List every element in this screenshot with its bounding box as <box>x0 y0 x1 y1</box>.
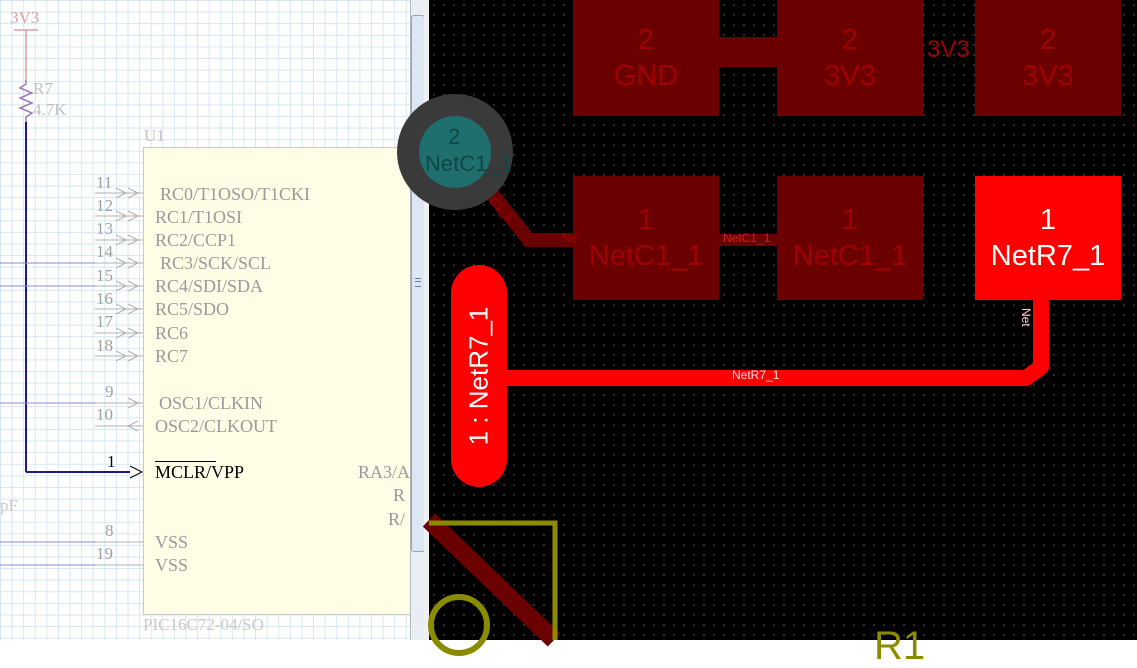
pcb-pad-netc1[interactable]: 1 NetC1_1 <box>573 176 719 300</box>
trace-net-label: Ne <box>562 231 578 245</box>
pin-number: 11 <box>96 173 113 192</box>
trace-net-label: NetC1_1 <box>723 231 771 245</box>
pad-net-label: GND <box>613 60 679 92</box>
pin-name: RC4/SDI/SDA <box>155 276 264 296</box>
pin-number: 15 <box>96 266 113 285</box>
pin-name: RC5/SDO <box>155 299 230 319</box>
pin-number: 14 <box>96 242 113 261</box>
pad-number: 1 <box>841 204 859 236</box>
pin-name: OSC2/CLKOUT <box>155 416 278 436</box>
schematic-wires <box>0 29 144 566</box>
pin-name: RC3/SCK/SCL <box>160 253 272 273</box>
pin-number: 17 <box>96 312 113 331</box>
pin-number: 16 <box>96 289 113 308</box>
chip-body[interactable] <box>143 147 418 615</box>
pad-number: 2 <box>637 24 655 56</box>
left-partial-label: pF <box>0 496 18 515</box>
pad-net-label: NetR7_1 <box>990 240 1106 272</box>
pin-name-right: RA3/A <box>358 462 411 482</box>
pin-name: RC1/T1OSI <box>155 207 243 227</box>
oval-pad-label: 1 : NetR7_1 <box>463 306 494 446</box>
pin-number: 12 <box>96 196 113 215</box>
pin-name: VSS <box>155 532 189 552</box>
power-label: 3V3 <box>10 8 40 27</box>
panel-splitter[interactable] <box>424 0 429 640</box>
chip-designator: U1 <box>144 126 165 145</box>
pad-net-label: NetC1_1 <box>792 240 908 272</box>
pin-name-mclr: MCLR/VPP <box>155 462 245 482</box>
pin-number: 10 <box>96 405 113 424</box>
pad-number: 1 <box>1039 204 1057 236</box>
pin-number: 19 <box>96 544 113 563</box>
pad-net-label: NetC1_1 <box>588 240 704 272</box>
trace-net-label: NetR7_1 <box>732 368 780 382</box>
resistor-designator: R7 <box>33 79 53 98</box>
pad-number: 2 <box>841 24 859 56</box>
pad-number: 1 <box>637 204 655 236</box>
scrollbar-thumb[interactable] <box>411 15 425 552</box>
grip-icon <box>415 278 421 287</box>
pin-number: 18 <box>96 336 113 355</box>
pad-net-label: 3V3 <box>1022 60 1074 92</box>
trace-net-label: 3V3 <box>927 36 970 63</box>
component-designator-partial: R1 <box>874 624 926 668</box>
pcb-pad-netr7-selected[interactable]: 1 NetR7_1 <box>975 176 1121 300</box>
pcb-traces <box>397 37 1049 656</box>
pin-name-right: R/ <box>388 509 406 529</box>
pin-name: RC7 <box>155 346 189 366</box>
resistor-value: 4.7K <box>33 100 67 119</box>
pin-number: 13 <box>96 219 113 238</box>
mclr-overbar <box>155 461 216 462</box>
pad-net-label: 3V3 <box>824 60 876 92</box>
pin-number: 1 <box>107 452 116 471</box>
pcb-pad-3v3[interactable]: 2 3V3 <box>777 0 923 116</box>
pin-name: RC0/T1OSO/T1CKI <box>160 184 311 204</box>
pin-name: RC6 <box>155 323 189 343</box>
pcb-editor[interactable]: 2 GND 2 3V3 2 3V3 3V3 2 NetC1_1 1 NetC1_… <box>397 0 1137 666</box>
trace-net-label: Net <box>1019 308 1033 327</box>
pcb-pad-3v3[interactable]: 2 3V3 <box>975 0 1121 116</box>
chip-part-number: PIC16C72-04/SO <box>143 615 264 634</box>
pcb-pad-oval-netr7[interactable]: 1 : NetR7_1 <box>451 265 507 487</box>
pin-number: 8 <box>105 521 114 540</box>
via-net-label: NetC1_1 <box>425 151 512 176</box>
schematic-editor[interactable]: 3V3 R7 4.7K pF U1 PIC16C72-04/SO 11 12 1… <box>0 0 418 640</box>
pin-name-right: R <box>393 485 406 505</box>
via-number: 2 <box>448 124 461 149</box>
pin-name: OSC1/CLKIN <box>159 393 264 413</box>
pcb-pad-netc1[interactable]: 1 NetC1_1 <box>777 176 923 300</box>
pin-name: VSS <box>155 555 189 575</box>
pin-number: 9 <box>105 382 114 401</box>
pin-name: RC2/CCP1 <box>155 230 237 250</box>
pad-number: 2 <box>1039 24 1057 56</box>
pcb-pad-gnd[interactable]: 2 GND <box>573 0 719 116</box>
